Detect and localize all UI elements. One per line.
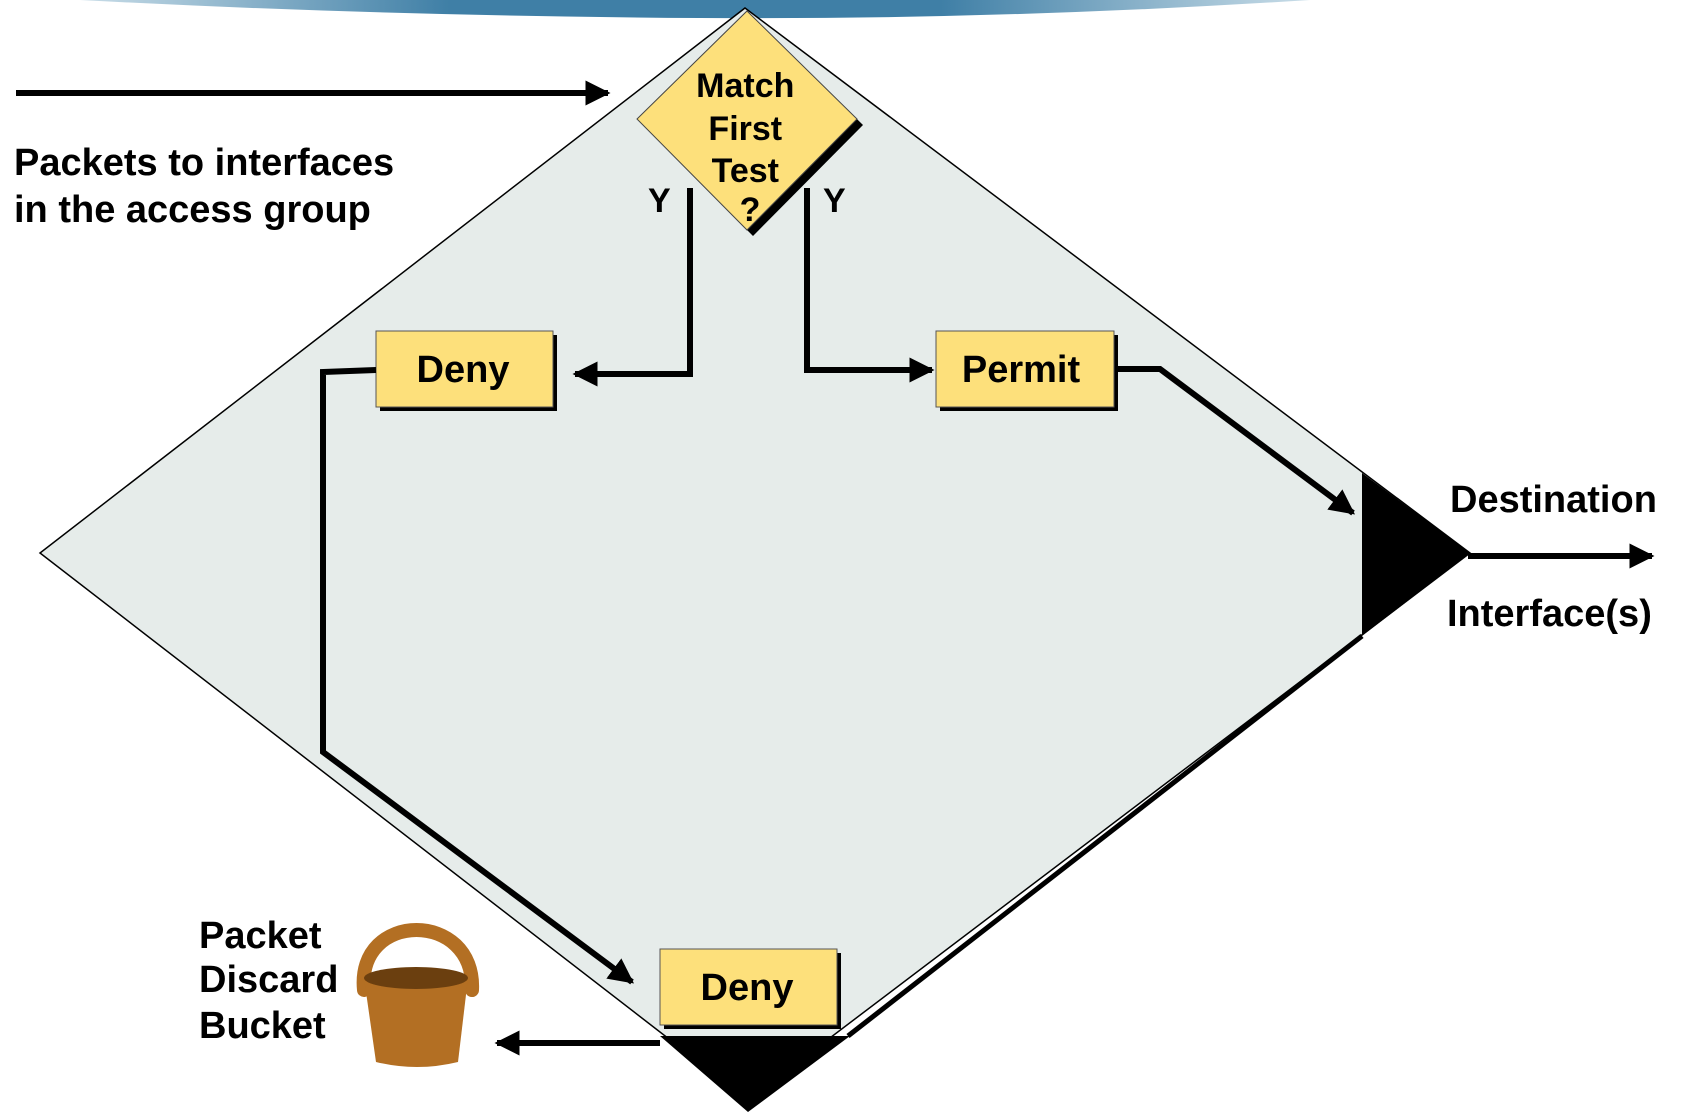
- branch-label-right: Y: [823, 182, 846, 220]
- deny-branch-arrow: [572, 188, 693, 387]
- input-label: Packets to interfaces in the access grou…: [14, 142, 405, 231]
- destination-junction: [1362, 473, 1470, 636]
- permit-box: [935, 330, 1115, 408]
- permit-branch-arrow: [804, 188, 935, 383]
- deny-bottom-label: Deny: [701, 967, 794, 1009]
- deny-top-label: Deny: [417, 349, 510, 391]
- bucket-icon: [356, 923, 480, 1067]
- bucket-label: Packet Discard Bucket: [199, 915, 349, 1047]
- discard-junction: [660, 1036, 850, 1112]
- deny-bottom-box: [659, 948, 838, 1026]
- diamond-lower-right-edge: [846, 634, 1364, 1038]
- permit-to-destination-arrow: [1118, 366, 1356, 516]
- header-banner: [80, 0, 1310, 19]
- deny-to-implicit-deny-arrow: [320, 367, 635, 985]
- deny-top-box: [375, 330, 554, 408]
- permit-label: Permit: [962, 349, 1081, 391]
- branch-label-left: Y: [648, 182, 671, 220]
- decision-diamond: [636, 10, 858, 231]
- decision-label: Match First Test ?: [696, 67, 804, 229]
- destination-label: Destination Interface(s): [1447, 479, 1667, 635]
